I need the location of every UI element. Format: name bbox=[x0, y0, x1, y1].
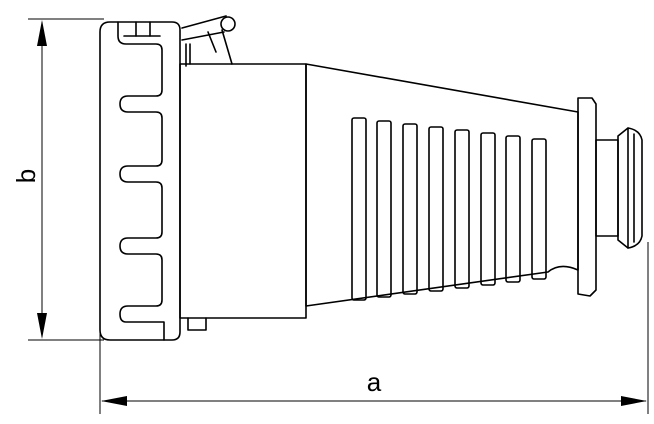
dimension-label-a: a bbox=[367, 367, 382, 397]
housing-body bbox=[179, 43, 307, 331]
gland-flange bbox=[577, 97, 597, 297]
arrow-left-icon bbox=[101, 396, 127, 406]
dimension-b: b bbox=[11, 18, 104, 341]
cable-sleeve bbox=[305, 63, 579, 307]
cable-gland bbox=[577, 97, 643, 297]
sleeve-ribs bbox=[351, 117, 547, 301]
housing-block bbox=[179, 63, 307, 319]
lid-hinge bbox=[181, 15, 236, 67]
arrow-up-icon bbox=[37, 20, 47, 46]
dimension-a: a bbox=[99, 242, 649, 414]
arrow-right-icon bbox=[621, 396, 647, 406]
arrow-down-icon bbox=[37, 313, 47, 339]
hinge-pin-icon bbox=[220, 16, 236, 32]
gland-body bbox=[595, 139, 619, 237]
sleeve-outline bbox=[305, 63, 579, 307]
collar-grip-profile bbox=[117, 21, 165, 341]
dimension-label-b: b bbox=[11, 169, 41, 183]
gland-cap bbox=[617, 127, 643, 249]
front-collar bbox=[99, 21, 181, 341]
